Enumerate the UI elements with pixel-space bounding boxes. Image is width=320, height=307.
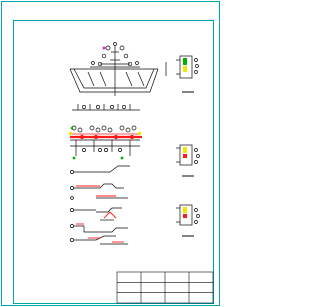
red-busbar — [70, 133, 142, 140]
detail-3-yellow-block — [183, 207, 187, 213]
wiring-schematics — [70, 165, 130, 245]
detail-3 — [176, 204, 200, 237]
cad-drawing-sheet — [0, 0, 221, 307]
detail-3-red-block — [183, 214, 187, 218]
detail-1-green-block — [183, 58, 187, 65]
plan-view — [70, 104, 140, 156]
elevation-view — [69, 42, 159, 96]
schematic-red-wires — [76, 185, 124, 243]
detail-1-yellow-block — [183, 66, 187, 72]
detail-2-red-block — [183, 154, 187, 158]
yellow-markers — [69, 132, 141, 135]
detail-2-yellow-block — [183, 147, 187, 153]
inner-border — [13, 20, 214, 304]
paper-background — [0, 0, 221, 307]
green-markers — [70, 126, 124, 160]
drawing-canvas — [0, 0, 221, 307]
drawing-frame — [1, 1, 220, 306]
title-block — [116, 271, 214, 304]
detail-2 — [176, 144, 200, 177]
outer-border — [1, 1, 220, 306]
detail-1 — [165, 55, 199, 93]
magenta-marker — [102, 46, 106, 50]
